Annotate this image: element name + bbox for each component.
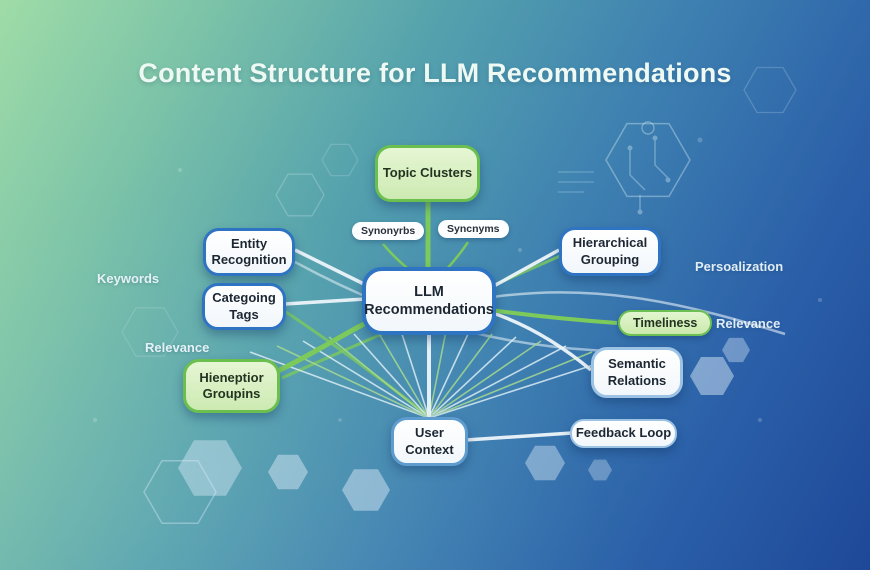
hexagon-decorations	[121, 66, 797, 524]
node-hieneptior-groupins-label: Hieneptior Groupins	[199, 369, 264, 401]
node-llm-recommendations-label: LLM Recommendations	[364, 283, 494, 318]
dot-decorations	[92, 78, 822, 423]
node-semantic-relations-label: Semantic Relations	[607, 356, 667, 388]
node-hierarchical-grouping: Hierarchical Grouping	[559, 227, 661, 276]
node-topic-clusters: Topic Clusters	[375, 145, 480, 202]
node-user-context: User Context	[391, 417, 468, 466]
main-green-edges	[274, 201, 618, 375]
node-semantic-relations: Semantic Relations	[591, 347, 683, 398]
node-categoing-tags-label: Categoing Tags	[212, 290, 276, 322]
node-syncnyms: Syncnyms	[438, 220, 509, 238]
node-feedback-loop-label: Feedback Loop	[575, 425, 672, 441]
node-timeliness: Timeliness	[618, 310, 713, 336]
node-categoing-tags: Categoing Tags	[202, 283, 286, 330]
node-synonyrbs: Synonyrbs	[352, 222, 425, 240]
node-topic-clusters-label: Topic Clusters	[382, 165, 473, 181]
node-entity-recognition-label: Entity Recognition	[211, 235, 287, 267]
node-hierarchical-grouping-label: Hierarchical Grouping	[572, 235, 648, 267]
node-user-context-label: User Context	[405, 425, 454, 457]
main-white-edges	[284, 248, 593, 442]
user-context-fan-edges	[249, 330, 616, 419]
label-relevance-right: Relevance	[716, 316, 781, 331]
label-keywords: Keywords	[97, 271, 160, 286]
circuit-decorations	[558, 121, 671, 215]
node-hieneptior-groupins: Hieneptior Groupins	[183, 359, 280, 413]
label-persoalization: Persoalization	[695, 259, 784, 274]
label-relevance-left: Relevance	[145, 340, 210, 355]
node-feedback-loop: Feedback Loop	[570, 419, 677, 448]
node-llm-recommendations: LLM Recommendations	[362, 267, 496, 335]
page-title: Content Structure for LLM Recommendation…	[138, 58, 732, 88]
node-entity-recognition: Entity Recognition	[203, 228, 295, 276]
